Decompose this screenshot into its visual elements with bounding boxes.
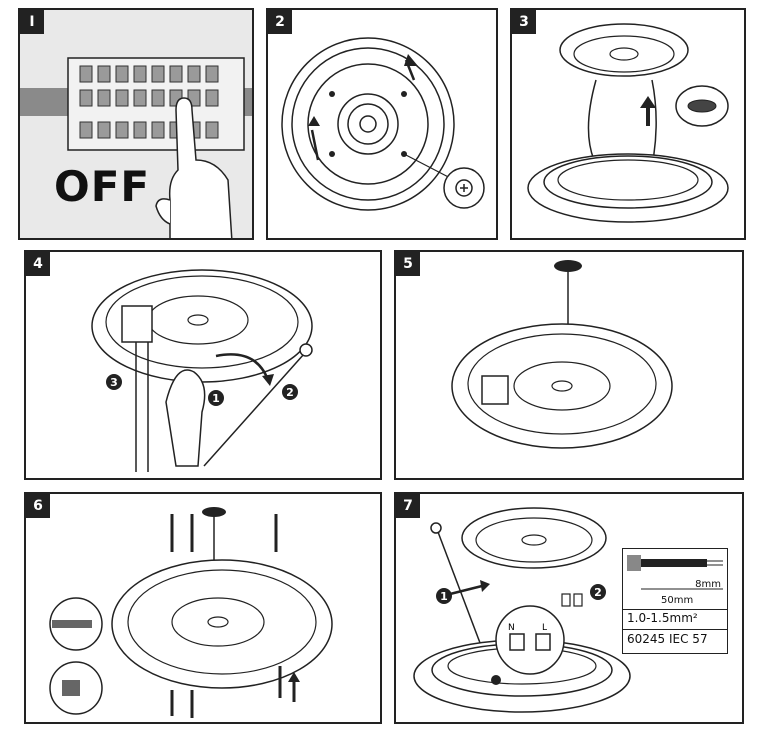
panel-step-1: I OFF bbox=[18, 8, 254, 240]
panel-step-2: 2 bbox=[266, 8, 498, 240]
step4-callout-3: 3 bbox=[110, 376, 118, 389]
step-number-6: 6 bbox=[26, 494, 50, 518]
step-number-2: 2 bbox=[268, 10, 292, 34]
step-number-4: 4 bbox=[26, 252, 50, 276]
cable-standard-label: 60245 IEC 57 bbox=[627, 632, 708, 646]
step-number-1: I bbox=[20, 10, 44, 34]
power-off-label: OFF bbox=[54, 162, 151, 211]
ceiling-mount-illustration bbox=[451, 260, 673, 449]
panel-step-6: 6 bbox=[24, 492, 382, 724]
panel-step-7: 7 1 2 N L 8mm 50mm 1.0- bbox=[394, 492, 744, 724]
terminal-label-l: L bbox=[542, 623, 547, 633]
strip-length-label: 8mm bbox=[695, 579, 721, 590]
wiring-illustration: 1 2 N L bbox=[413, 507, 631, 713]
base-plate-illustration bbox=[281, 37, 485, 211]
stripped-wire-diagram bbox=[627, 555, 723, 590]
step4-callout-2: 2 bbox=[286, 386, 294, 399]
spec-divider-1 bbox=[623, 609, 727, 610]
panel-step-3: 3 bbox=[510, 8, 746, 240]
terminal-label-n: N bbox=[508, 623, 515, 633]
cable-spec-box: 8mm 50mm 1.0-1.5mm² 60245 IEC 57 bbox=[622, 548, 728, 654]
wire-release-illustration: 3 1 2 bbox=[91, 269, 313, 472]
step-number-5: 5 bbox=[396, 252, 420, 276]
step7-callout-1: 1 bbox=[440, 590, 448, 603]
step4-callout-1: 1 bbox=[212, 392, 220, 405]
panel-step-4: 4 3 1 2 bbox=[24, 250, 382, 480]
step-number-3: 3 bbox=[512, 10, 536, 34]
spec-divider-2 bbox=[623, 629, 727, 630]
breaker-illustration bbox=[20, 10, 252, 238]
step7-callout-2: 2 bbox=[594, 586, 602, 599]
step-number-7: 7 bbox=[396, 494, 420, 518]
wire-length-label: 50mm bbox=[661, 595, 694, 606]
cover-removal-illustration bbox=[527, 23, 729, 223]
panel-step-5: 5 bbox=[394, 250, 744, 480]
cross-section-label: 1.0-1.5mm² bbox=[627, 611, 698, 625]
screw-fixing-illustration bbox=[49, 507, 333, 718]
